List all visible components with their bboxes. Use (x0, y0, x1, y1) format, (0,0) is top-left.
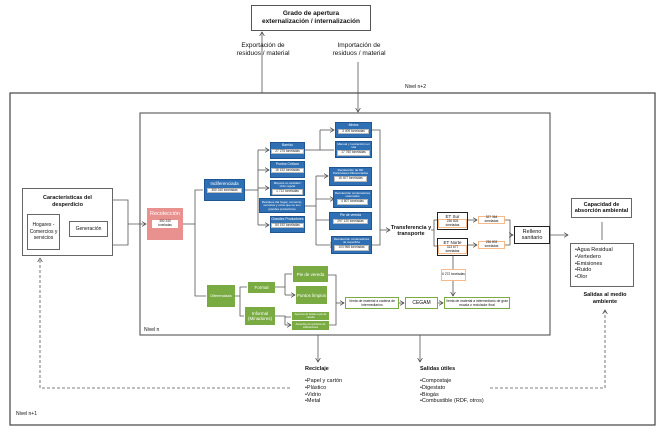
pie-vereda-green-box: Pie de vereda (293, 266, 328, 282)
box-label: Pie de vereda (340, 213, 361, 217)
transferencia-label: Transferencia y transporte (390, 225, 432, 237)
et-norte-down-output: 6 272 toneladas (441, 269, 466, 281)
salidas-utiles-title: Salidas útiles (420, 366, 456, 372)
import-label: Importación de residuos / material (332, 42, 386, 57)
apertura-box: Grado de apertura externalización / inte… (251, 5, 371, 31)
recoleccion-value: 350 240 toneladas (152, 219, 178, 228)
col2-box-residuos-hogar: Residuos del hogar, comercio, servicios … (259, 198, 305, 213)
indiferenciada-label: Indiferenciada (210, 181, 239, 186)
box-label: Grandes Productores (271, 217, 304, 221)
box-label: Residuos del hogar, comercio, servicios … (261, 199, 303, 211)
cegam-box: CEGAM (405, 297, 438, 309)
et-sur-output: 327 364 toneladas (478, 216, 505, 224)
salidas-ambiente-list-box: •Agua Residual •Vertedero •Emisiones •Ru… (570, 243, 634, 287)
et-norte-label: ET Norte (443, 240, 462, 245)
apertura-bolsas-box: Apertura de bolsas a pie de vereda (292, 312, 329, 320)
list-item: •Papel y cartón (305, 378, 343, 384)
level-n1-label: Nivel n+1 (16, 411, 37, 417)
list-item: •Compostaje (420, 378, 452, 384)
export-label: Exportación de residuos / material (236, 42, 290, 57)
et-norte-box: ET Norte 313 677 toneladas (437, 238, 468, 256)
list-item: •Vertedero (575, 253, 601, 260)
apertura-title-1: Grado de apertura (282, 10, 340, 17)
box-label: Mayores en cantidad / Ciclo regular (273, 181, 302, 188)
capacidad-box: Capacidad de absorción ambiental (571, 198, 632, 218)
box-value: 16 192 toneladas (271, 167, 304, 174)
list-item: •Biogás (420, 391, 439, 398)
box-value: 297 120 toneladas (333, 218, 368, 225)
et-norte-value: 313 677 toneladas (438, 245, 467, 255)
box-label: Manual y recolección en ruta (337, 142, 370, 150)
box-value: 4 807 toneladas (337, 199, 368, 205)
box-value: 3 409 toneladas (338, 128, 369, 135)
level-n-label: Nivel n (144, 327, 160, 333)
caracteristicas-title: Características del desperdicio (43, 195, 92, 208)
box-label: Mixtos (348, 123, 359, 127)
list-item: •Ruido (575, 267, 592, 274)
box-value: 16 407 toneladas (334, 176, 367, 182)
col3-box-recoleccion-rd: Recolección de RD Particulares Diferenci… (329, 167, 372, 186)
informal-box: Informal (Minadores) (245, 307, 275, 325)
list-item: •Plástico (305, 384, 327, 391)
generacion-box: Generación (69, 221, 108, 237)
box-value: 103 968 toneladas (334, 245, 369, 251)
box-value: 17 760 toneladas (337, 150, 370, 156)
box-label: Recolección contenedores de superficie (333, 237, 370, 245)
recoleccion-label: Recolección (150, 211, 180, 217)
venta-intermediarios-box: Venta de material a cadena de intermedia… (345, 297, 399, 309)
box-label: Puntos Críticos (276, 162, 299, 166)
list-item: •Vidrio (305, 391, 321, 398)
recoleccion-box: Recolección 350 240 toneladas (147, 208, 183, 240)
hogares-box: Hogares - Comercios y servicios (27, 214, 60, 250)
relleno-sanitario-box: Relleno sanitario (514, 226, 550, 244)
reciclaje-section: Reciclaje •Papel y cartón •Plástico •Vid… (305, 366, 342, 405)
et-sur-box: ET Sur 236 803 toneladas (437, 212, 468, 230)
level-n2-label: Nivel n+2 (405, 84, 426, 90)
diferenciada-box: Diferenciada (207, 285, 235, 307)
indiferenciada-box: Indiferenciada 350 240 toneladas (204, 179, 245, 201)
apertura-title-2: externalización / internalización (262, 18, 360, 25)
box-value: 84 192 toneladas (271, 222, 304, 229)
box-value: 27 275 toneladas (271, 148, 304, 155)
box-value: 1 712 toneladas (272, 189, 303, 195)
indiferenciada-value: 350 240 toneladas (207, 187, 242, 194)
list-item: •Metal (305, 398, 321, 405)
venta-reciclador-box: Venta de material a intermediario de gra… (444, 297, 510, 309)
et-norte-output: 236 803 toneladas (478, 241, 505, 249)
box-label: Recolección de RD Particulares Diferenci… (332, 168, 368, 176)
box-label: Barrido (282, 143, 293, 147)
list-item: •Combustible (RDF, otros) (420, 398, 484, 405)
et-sur-value: 236 803 toneladas (438, 219, 467, 229)
salidas-ambiente-title: Salidas al medio ambiente (583, 292, 627, 305)
salidas-utiles-section: Salidas útiles •Compostaje •Digestato •B… (420, 366, 484, 405)
et-sur-label: ET Sur (445, 214, 460, 219)
list-item: •Emisiones (575, 260, 603, 267)
list-item: •Digestato (420, 384, 446, 391)
list-item: •Agua Residual (575, 247, 613, 253)
list-item: •Olor (575, 274, 588, 281)
reciclaje-title: Reciclaje (305, 366, 329, 372)
caracteristicas-box: Características del desperdicio Hogares … (22, 188, 113, 256)
puntos-limpios-box: Puntos limpios (296, 286, 327, 304)
acuerdos-porteros-box: Acuerdos con porteros de edificaciones (292, 321, 329, 330)
formal-box: Formal (248, 282, 275, 293)
box-label: Recolección contenedores soterrados (334, 191, 371, 199)
